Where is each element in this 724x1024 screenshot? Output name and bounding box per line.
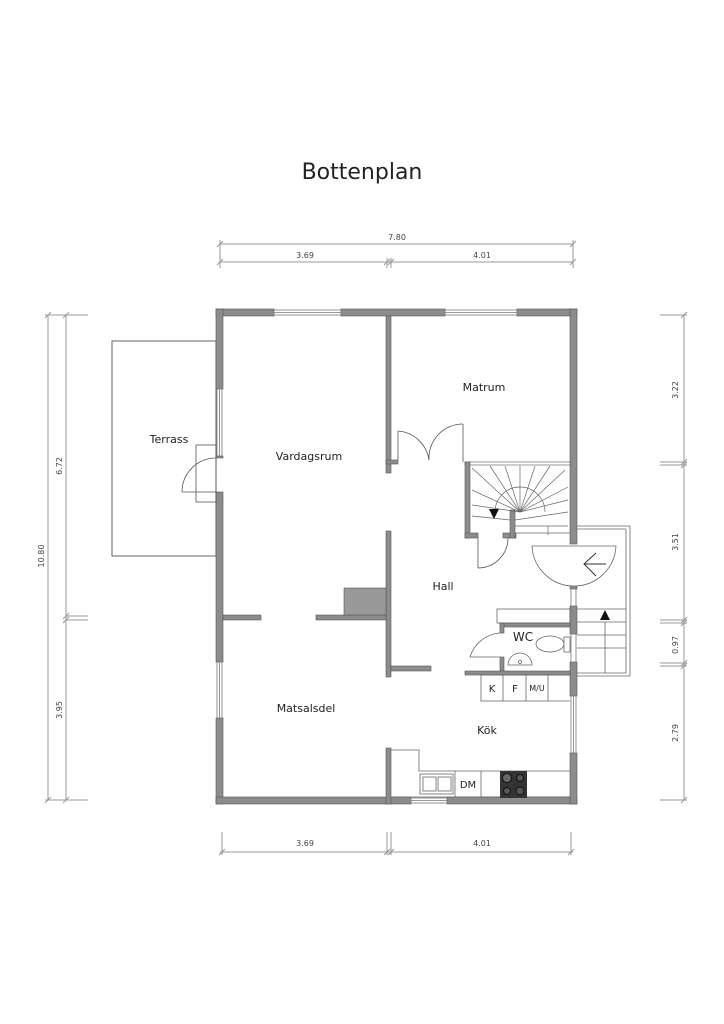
staircase bbox=[471, 465, 570, 535]
dim-left-total: 10.80 bbox=[37, 545, 46, 568]
wc-fixtures bbox=[469, 608, 571, 666]
terrace-door[interactable] bbox=[181, 444, 217, 503]
dim-left-upper: 6.72 bbox=[55, 457, 64, 475]
entrance[interactable] bbox=[531, 525, 631, 677]
exterior-walls bbox=[215, 308, 578, 805]
dishwasher-label: DM bbox=[460, 780, 476, 791]
dim-top-left: 3.69 bbox=[296, 251, 314, 260]
dim-bottom-right: 4.01 bbox=[473, 839, 491, 848]
dim-top-right: 4.01 bbox=[473, 251, 491, 260]
room-label-matrum: Matrum bbox=[463, 381, 506, 394]
dim-right-4: 2.79 bbox=[671, 724, 680, 742]
stove-icon bbox=[500, 771, 527, 798]
stair-down-arrow-icon bbox=[489, 509, 499, 519]
room-label-vardagsrum: Vardagsrum bbox=[276, 450, 342, 463]
dim-top-total: 7.80 bbox=[388, 233, 406, 242]
dim-right-1: 3.22 bbox=[671, 381, 680, 399]
sink-icon bbox=[419, 773, 454, 795]
cabinet-label-mu: M/U bbox=[529, 684, 545, 693]
plan-title: Bottenplan bbox=[301, 160, 423, 185]
dim-right-2: 3.51 bbox=[671, 533, 680, 551]
cabinet-label-f: F bbox=[512, 684, 518, 695]
stair-closet-door[interactable] bbox=[477, 537, 509, 569]
steps-up-arrow-icon bbox=[600, 610, 610, 620]
terrace-outline bbox=[111, 340, 217, 557]
dim-right-3: 0.97 bbox=[671, 636, 680, 654]
dimension-lines bbox=[44, 240, 688, 856]
matrum-double-door[interactable] bbox=[397, 423, 464, 462]
kitchen-counter bbox=[391, 749, 570, 798]
cabinet-label-k: K bbox=[489, 684, 496, 695]
interior-walls bbox=[222, 315, 571, 805]
dim-left-lower: 3.95 bbox=[55, 701, 64, 719]
entrance-arrow-icon bbox=[583, 552, 606, 577]
storage-cabinets bbox=[480, 674, 570, 702]
room-label-hall: Hall bbox=[432, 580, 453, 593]
toilet-icon bbox=[535, 635, 565, 653]
room-label-wc: WC bbox=[513, 630, 533, 644]
room-label-terrass: Terrass bbox=[149, 433, 189, 446]
room-label-kok: Kök bbox=[477, 724, 497, 737]
windows bbox=[216, 309, 577, 804]
sink-icon bbox=[507, 652, 533, 666]
room-label-matsalsdel: Matsalsdel bbox=[277, 702, 336, 715]
dim-bottom-left: 3.69 bbox=[296, 839, 314, 848]
